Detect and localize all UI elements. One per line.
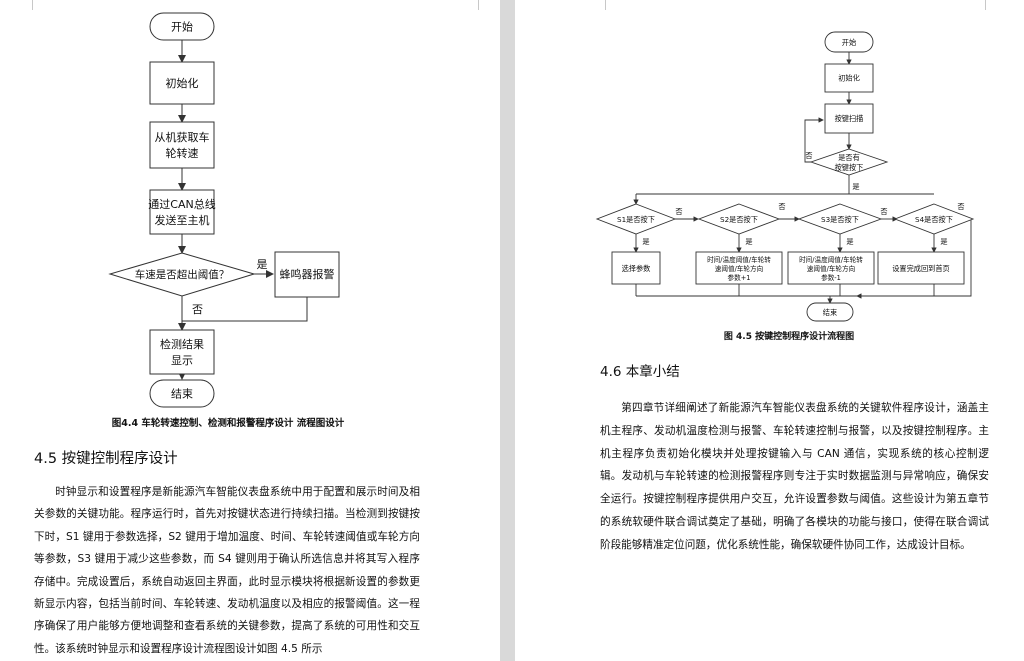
flow-yes-label: 是 — [257, 258, 268, 271]
flow-scan-label: 按键扫描 — [835, 114, 864, 123]
flow-yes-label: 是 — [940, 237, 947, 246]
section-heading: 4.6 本章小结 — [600, 364, 680, 380]
page-corner-mark — [478, 0, 489, 10]
flow-increase-label: 速阈值/车轮方向 — [715, 264, 763, 273]
flow-key-pressed-label: 按键按下 — [835, 163, 864, 172]
flow-start-terminal — [824, 31, 874, 53]
flowchart-key-control: 开始 初始化 按键扫描 是否有 按键按下 否 是 S1是否按下 S2是否按下 S… — [595, 31, 975, 322]
flow-decrease-label: 参数-1 — [821, 273, 841, 282]
flow-buzzer-label: 蜂鸣器报警 — [280, 267, 335, 281]
flow-increase-label: 参数+1 — [728, 273, 751, 282]
body-paragraph: 时钟显示和设置程序是新能源汽车智能仪表盘系统中用于配置和展示时间及相关参数的关键… — [34, 486, 420, 655]
flow-arrow — [804, 117, 824, 163]
flow-decrease-label: 时间/温度阈值/车轮转 — [799, 255, 863, 264]
section-heading: 4.5 按键控制程序设计 — [34, 451, 178, 467]
flow-can-send-label: 发送至主机 — [155, 213, 210, 227]
flow-done-box — [877, 251, 965, 285]
flow-s2-diamond — [697, 203, 781, 235]
flow-yes-label: 是 — [846, 237, 853, 246]
flow-s3-diamond — [797, 203, 883, 235]
flow-no-label: 否 — [880, 207, 887, 216]
flow-yes-label: 是 — [642, 237, 649, 246]
flow-start-label: 开始 — [171, 20, 193, 34]
flow-decrease-label: 速阈值/车轮方向 — [807, 264, 855, 273]
flow-end-label: 结束 — [823, 308, 837, 317]
flow-get-speed-box — [149, 121, 215, 169]
flow-end-terminal — [806, 302, 854, 322]
flow-can-send-box — [149, 189, 215, 235]
flow-buzzer-box — [274, 251, 340, 298]
flow-s2-label: S2是否按下 — [720, 215, 758, 224]
flow-result-label: 显示 — [171, 354, 193, 367]
flow-init-label: 初始化 — [166, 76, 199, 90]
page-corner-mark — [22, 0, 33, 10]
flow-key-pressed-label: 是否有 — [838, 153, 860, 162]
flow-yes-label: 是 — [852, 182, 859, 191]
flow-decision-diamond — [108, 252, 256, 297]
flow-increase-label: 时间/温度阈值/车轮转 — [707, 255, 771, 264]
flow-get-speed-label: 轮转速 — [166, 146, 199, 160]
figure-caption: 图4.4 车轮转速控制、检测和报警程序设计 流程图设计 — [111, 418, 345, 429]
flow-increase-box — [695, 251, 783, 285]
body-paragraph: 第四章节详细阐述了新能源汽车智能仪表盘系统的关键软件程序设计，涵盖主机主程序、发… — [600, 402, 989, 551]
flow-init-box — [824, 63, 874, 93]
flow-result-label: 检测结果 — [160, 337, 204, 351]
flow-init-box — [149, 61, 215, 105]
flow-s4-label: S4是否按下 — [915, 215, 953, 224]
flow-scan-box — [824, 103, 874, 134]
flow-select-label: 选择参数 — [622, 264, 651, 273]
flow-decrease-box — [787, 251, 875, 285]
flow-yes-label: 是 — [745, 237, 752, 246]
figure-caption: 图 4.5 按键控制程序设计流程图 — [723, 332, 855, 342]
flow-s4-diamond — [893, 203, 975, 235]
page-corner-mark — [985, 0, 996, 10]
flow-no-label: 否 — [778, 202, 785, 211]
flow-end-terminal — [149, 379, 215, 408]
flow-done-label: 设置完成回到首页 — [892, 264, 950, 273]
flow-decision-label: 车速是否超出阈值？ — [135, 268, 230, 281]
document-page-left: 开始 初始化 从机获取车 轮转速 通过CAN总线 发送至主机 车速是否超出阈值？… — [0, 0, 500, 661]
flow-result-box — [149, 329, 215, 375]
document-page-right: 开始 初始化 按键扫描 是否有 按键按下 否 是 S1是否按下 S2是否按下 S… — [515, 0, 1024, 661]
flow-no-label: 否 — [192, 303, 203, 316]
flow-select-box — [611, 251, 661, 285]
flow-no-label: 否 — [805, 151, 812, 160]
flow-end-label: 结束 — [171, 388, 193, 401]
flow-key-pressed-diamond — [809, 148, 889, 176]
flow-s1-diamond — [595, 203, 677, 235]
flow-s1-label: S1是否按下 — [617, 215, 655, 224]
flow-start-label: 开始 — [842, 38, 856, 47]
flow-s3-label: S3是否按下 — [821, 215, 859, 224]
flow-can-send-label: 通过CAN总线 — [148, 197, 215, 211]
flow-init-label: 初始化 — [838, 74, 860, 83]
flowchart-wheel-speed: 开始 初始化 从机获取车 轮转速 通过CAN总线 发送至主机 车速是否超出阈值？… — [108, 12, 340, 408]
flow-arrow — [182, 297, 308, 322]
flow-no-label: 否 — [957, 202, 964, 211]
flow-get-speed-label: 从机获取车 — [155, 130, 210, 144]
page-corner-mark — [595, 0, 606, 10]
flow-start-terminal — [149, 12, 215, 41]
flow-no-label: 否 — [675, 207, 682, 216]
